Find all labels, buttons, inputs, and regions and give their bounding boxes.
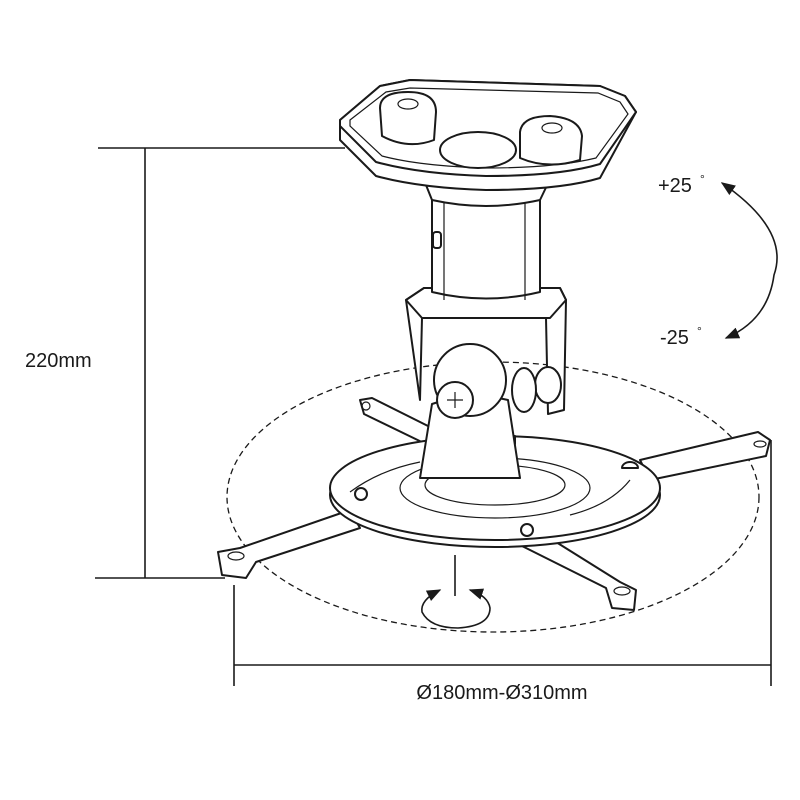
tilt-arrow [720, 182, 778, 339]
tilt-up-label: +25 [658, 175, 692, 197]
mount-arms [217, 397, 771, 611]
diameter-label: Ø180mm-Ø310mm [416, 682, 587, 704]
rotation-arrow [421, 555, 491, 629]
height-dimension [95, 147, 345, 579]
tilt-up-degree: ° [700, 172, 705, 186]
extension-column [421, 174, 553, 300]
tilt-down-label: -25 [660, 327, 689, 349]
diameter-dimension [233, 440, 772, 686]
ceiling-plate [339, 79, 637, 191]
height-label: 220mm [25, 350, 92, 372]
mounting-plate [329, 435, 661, 548]
adjustment-range-ellipse [226, 361, 760, 633]
tilt-down-degree: ° [697, 324, 702, 338]
